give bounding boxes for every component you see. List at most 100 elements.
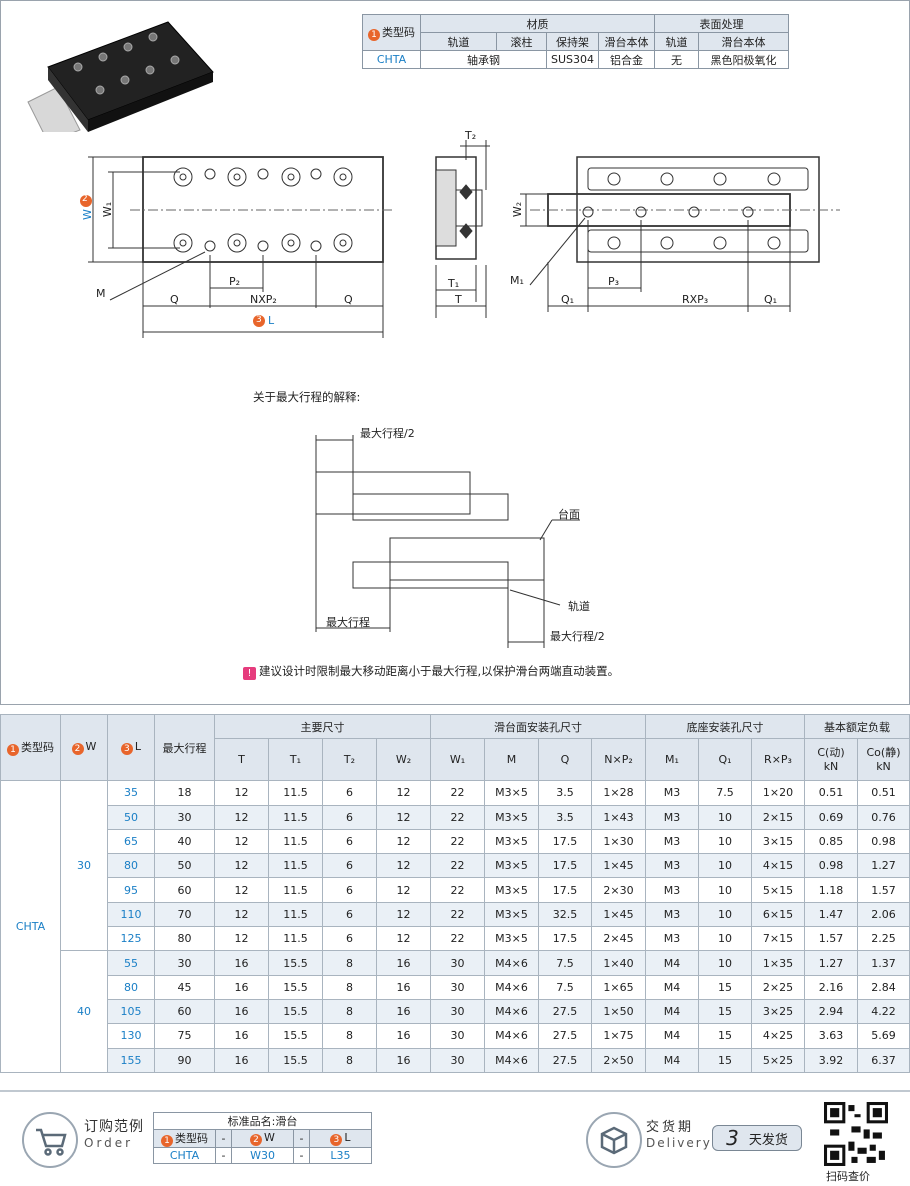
table-cell: 12: [214, 780, 269, 806]
table-cell: 1×20: [751, 780, 805, 806]
table-cell: 30: [430, 998, 485, 1025]
table-cell: 0.98: [857, 828, 910, 855]
table-cell: M4×6: [484, 950, 539, 976]
table-cell: M3: [645, 853, 699, 879]
table-cell: 12: [376, 877, 431, 903]
qr-code-icon[interactable]: [824, 1102, 888, 1166]
table-cell: 12: [376, 804, 431, 830]
label-m1: M₁: [510, 274, 524, 287]
label-rxp3: RXP₃: [682, 293, 709, 306]
technical-drawing: [80, 140, 840, 648]
qr-label: 扫码查价: [826, 1170, 870, 1183]
table-cell: 1×45: [591, 853, 646, 879]
table-cell: 11.5: [268, 901, 323, 928]
l-cell: 50: [107, 804, 155, 830]
table-cell: 11.5: [268, 804, 323, 830]
table-cell: M4×6: [484, 998, 539, 1025]
table-cell: 11.5: [268, 926, 323, 952]
table-cell: 16: [376, 974, 431, 1000]
table-cell: 2.84: [857, 974, 910, 1000]
w-cell: 30: [60, 780, 108, 952]
table-cell: 6: [322, 828, 377, 855]
table-cell: 0.69: [804, 804, 858, 830]
table-cell: M4×6: [484, 974, 539, 1000]
table-cell: 27.5: [538, 1047, 592, 1073]
l-cell: 125: [107, 926, 155, 952]
table-cell: M3×5: [484, 853, 539, 879]
table-cell: M4: [645, 974, 699, 1000]
label-w: W: [80, 209, 94, 220]
design-note-text: 建议设计时限制最大移动距离小于最大行程,以保护滑台两端直动装置。: [259, 664, 620, 678]
table-cell: 15: [698, 974, 752, 1000]
label-t: T: [455, 293, 462, 306]
order-title: 订购范例: [84, 1119, 144, 1135]
table-cell: 3×25: [751, 998, 805, 1025]
num-badge-3: 3: [256, 315, 262, 325]
table-cell: 1×28: [591, 780, 646, 806]
table-cell: 12: [214, 853, 269, 879]
table-cell: 16: [214, 1023, 269, 1049]
table-cell: 8: [322, 974, 377, 1000]
label-w2: W₂: [511, 201, 525, 218]
table-cell: 7.5: [698, 780, 752, 806]
l-cell: 80: [107, 853, 155, 879]
num-badge-2: 2: [82, 194, 88, 204]
table-cell: 1.18: [804, 877, 858, 903]
table-cell: 15: [698, 1023, 752, 1049]
table-cell: M4×6: [484, 1023, 539, 1049]
label-table-surface: 台面: [558, 508, 580, 521]
table-cell: 0.98: [804, 853, 858, 879]
label-q1-left: Q₁: [561, 293, 575, 306]
table-cell: 12: [214, 828, 269, 855]
table-cell: M3×5: [484, 828, 539, 855]
table-cell: 30: [430, 1023, 485, 1049]
table-cell: M4×6: [484, 1047, 539, 1073]
table-cell: 1.57: [857, 877, 910, 903]
table-cell: 60: [154, 998, 215, 1025]
table-cell: 22: [430, 853, 485, 879]
label-t2: T₂: [465, 129, 477, 142]
table-cell: 1.27: [804, 950, 858, 976]
label-p3: P₃: [608, 275, 620, 288]
table-cell: 16: [214, 950, 269, 976]
table-cell: 6: [322, 901, 377, 928]
table-cell: 3.5: [538, 780, 592, 806]
table-cell: 3.63: [804, 1023, 858, 1049]
table-cell: 2×30: [591, 877, 646, 903]
table-cell: 15.5: [268, 974, 323, 1000]
table-cell: 16: [376, 950, 431, 976]
label-p2: P₂: [229, 275, 241, 288]
table-cell: M4: [645, 950, 699, 976]
table-cell: 80: [154, 926, 215, 952]
table-cell: 3.5: [538, 804, 592, 830]
table-cell: 22: [430, 926, 485, 952]
table-cell: M3×5: [484, 877, 539, 903]
table-cell: M3: [645, 780, 699, 806]
table-cell: 30: [430, 950, 485, 976]
table-cell: M3: [645, 901, 699, 928]
table-cell: 22: [430, 804, 485, 830]
table-cell: 32.5: [538, 901, 592, 928]
table-cell: 90: [154, 1047, 215, 1073]
table-cell: 12: [376, 926, 431, 952]
table-cell: M3: [645, 804, 699, 830]
label-max-stroke: 最大行程: [326, 616, 370, 629]
table-cell: 17.5: [538, 877, 592, 903]
label-rail: 轨道: [568, 600, 590, 613]
table-cell: 5×15: [751, 877, 805, 903]
table-cell: 1×45: [591, 901, 646, 928]
table-cell: 16: [376, 1047, 431, 1073]
table-cell: 4.22: [857, 998, 910, 1025]
table-cell: 3.92: [804, 1047, 858, 1073]
table-cell: 8: [322, 1047, 377, 1073]
table-cell: 2.94: [804, 998, 858, 1025]
label-q-left: Q: [170, 293, 179, 306]
